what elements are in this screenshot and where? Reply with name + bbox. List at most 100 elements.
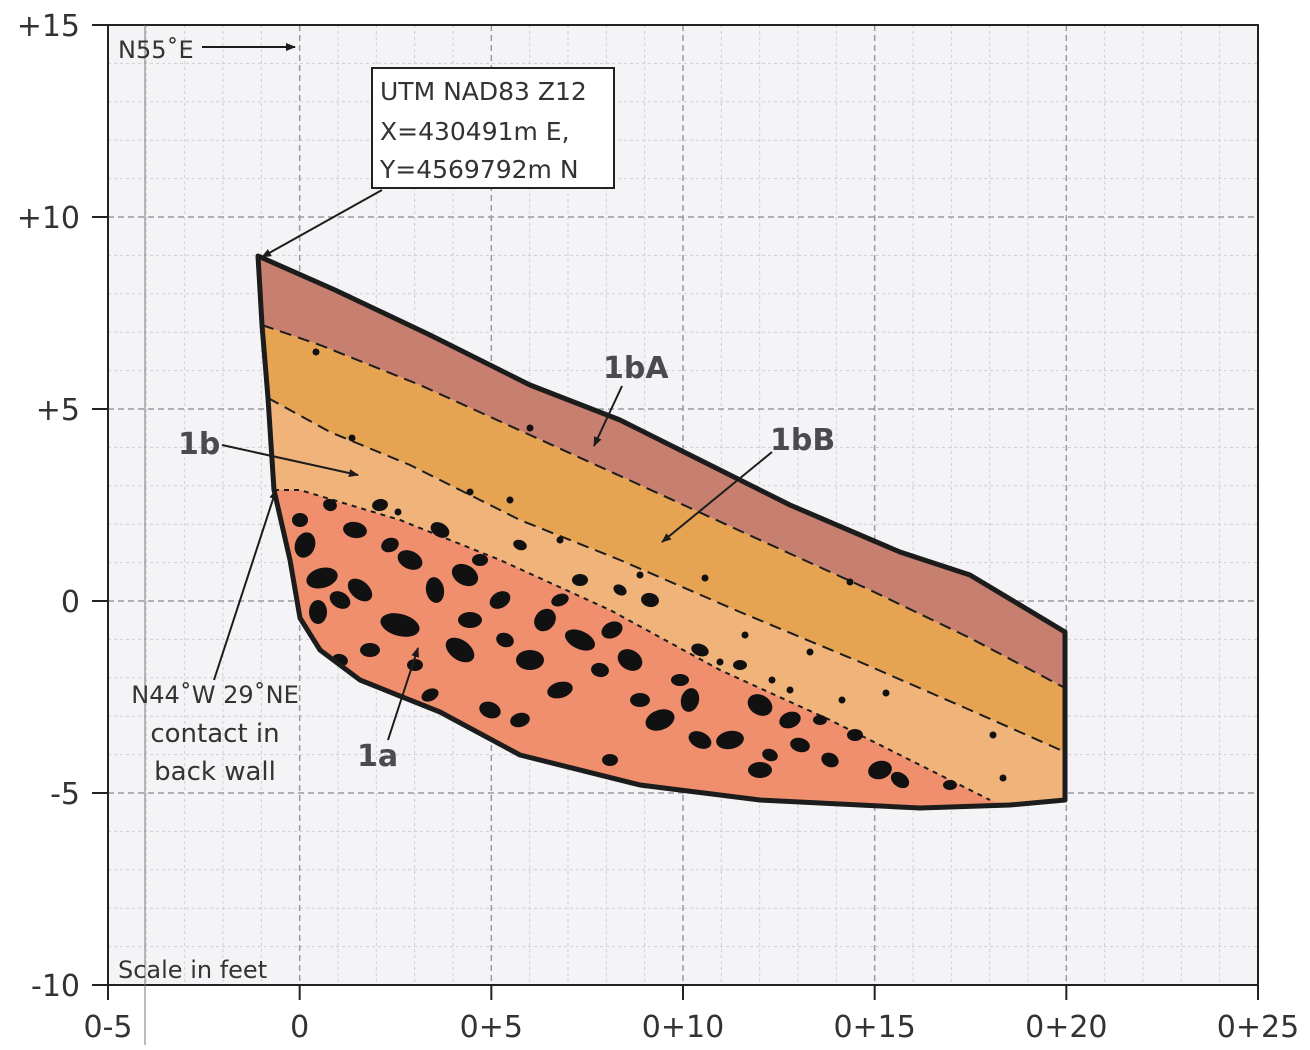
gravel-clast <box>489 591 511 609</box>
gravel-clast <box>572 574 588 586</box>
gravel-clast <box>641 592 659 608</box>
y-tick-label: +5 <box>36 393 80 428</box>
gravel-clast <box>748 762 772 778</box>
pebble <box>786 686 794 694</box>
gravel-clast <box>309 600 327 624</box>
x-tick-label: 0-5 <box>84 1010 133 1045</box>
leader-1b <box>221 444 359 477</box>
pebble <box>999 774 1007 782</box>
gravel-clast <box>688 731 712 749</box>
gravel-clast <box>534 608 556 632</box>
unit-label-1bA: 1bA <box>603 351 669 386</box>
contact-orientation-leader <box>213 489 278 681</box>
trench-outline <box>255 253 1068 811</box>
gravel-clast <box>601 621 623 639</box>
pebble <box>701 574 709 582</box>
pebble <box>394 508 402 516</box>
gravel-clast <box>716 730 744 750</box>
gravel-clast <box>381 537 399 553</box>
pebble <box>838 696 846 704</box>
gravel-clast <box>397 550 423 570</box>
gravel-clast <box>380 613 420 637</box>
pebble <box>882 689 890 697</box>
gravel-clast <box>343 521 367 539</box>
pebble <box>741 631 749 639</box>
gravel-clast <box>551 593 569 607</box>
gravel-clast <box>513 539 527 551</box>
y-tick-label: +15 <box>17 9 80 44</box>
gravel-clast <box>762 748 778 762</box>
x-tick-label: 0+5 <box>460 1010 523 1045</box>
gravel-clast <box>329 591 351 609</box>
utm-line-2: X=430491m E, <box>380 117 570 146</box>
pebble <box>312 348 320 356</box>
utm-coordinate-box <box>371 67 615 189</box>
gravel-clast <box>451 563 479 587</box>
x-tick-label: 0+25 <box>1217 1010 1299 1045</box>
y-tick-label: -10 <box>31 969 80 1004</box>
gravel-clast <box>645 709 675 731</box>
pebble <box>439 526 447 534</box>
gravel-clast <box>613 584 627 596</box>
gravel-clast <box>890 771 910 789</box>
gravel-clast <box>847 729 863 741</box>
gravel-clast <box>733 660 747 670</box>
gravel-clast <box>479 701 501 719</box>
gravel-clast <box>458 612 482 628</box>
utm-leader-arrow <box>261 189 383 258</box>
contact-1bB-1b <box>267 397 1066 753</box>
gravel-clast <box>372 498 388 512</box>
gravel-clast <box>671 674 689 686</box>
x-tick-label: 0+15 <box>833 1010 915 1045</box>
gravel-clast <box>496 632 514 648</box>
pebble <box>556 536 564 544</box>
gravel-clasts <box>292 498 957 790</box>
y-tick-label: -5 <box>50 777 80 812</box>
gravel-clast <box>306 567 338 589</box>
gravel-clast <box>547 681 573 699</box>
gravel-clast <box>591 662 609 678</box>
gravel-clast <box>360 643 380 657</box>
y-axis: +15 +10 +5 0 -5 -10 <box>17 9 108 1004</box>
unit-1b-fill <box>268 398 1065 805</box>
direction-label: N55˚E <box>118 36 194 64</box>
gravel-clast <box>943 780 957 790</box>
gravel-clast <box>617 649 643 671</box>
gravel-clast <box>347 578 373 602</box>
utm-line-3: Y=4569792m N <box>379 155 579 184</box>
gravel-clast <box>602 754 618 766</box>
leader-1bA <box>593 385 623 447</box>
unit-label-1bB: 1bB <box>770 423 835 458</box>
leader-1a <box>387 647 420 741</box>
gravel-clast <box>680 688 700 712</box>
pebble <box>806 648 814 656</box>
y-tick-label: +10 <box>17 201 80 236</box>
gravel-clast <box>472 554 488 566</box>
contact-note-line-1: N44˚W 29˚NE <box>131 681 299 709</box>
gravel-clast <box>516 650 544 670</box>
scale-note: Scale in feet <box>118 956 267 984</box>
x-tick-label: 0+20 <box>1025 1010 1107 1045</box>
pebble <box>506 496 514 504</box>
gravel-clast <box>425 577 445 603</box>
unit-label-1a: 1a <box>357 739 398 774</box>
y-tick-label: 0 <box>61 585 80 620</box>
pebble <box>348 434 356 442</box>
gravel-clast <box>790 737 810 753</box>
contact-note-line-2: contact in <box>150 719 279 749</box>
pebble <box>716 658 724 666</box>
gravel-clast <box>292 513 308 527</box>
gravel-clast <box>445 637 475 663</box>
unit-1bA-fill <box>258 256 1065 688</box>
pebble <box>466 488 474 496</box>
gravel-clast <box>294 532 316 558</box>
x-tick-label: 0+10 <box>642 1010 724 1045</box>
pebble <box>636 571 644 579</box>
utm-line-1: UTM NAD83 Z12 <box>380 77 587 106</box>
gravel-clast <box>868 760 892 780</box>
pebble <box>989 731 997 739</box>
pebble <box>846 578 854 586</box>
unit-label-1b: 1b <box>178 427 220 462</box>
